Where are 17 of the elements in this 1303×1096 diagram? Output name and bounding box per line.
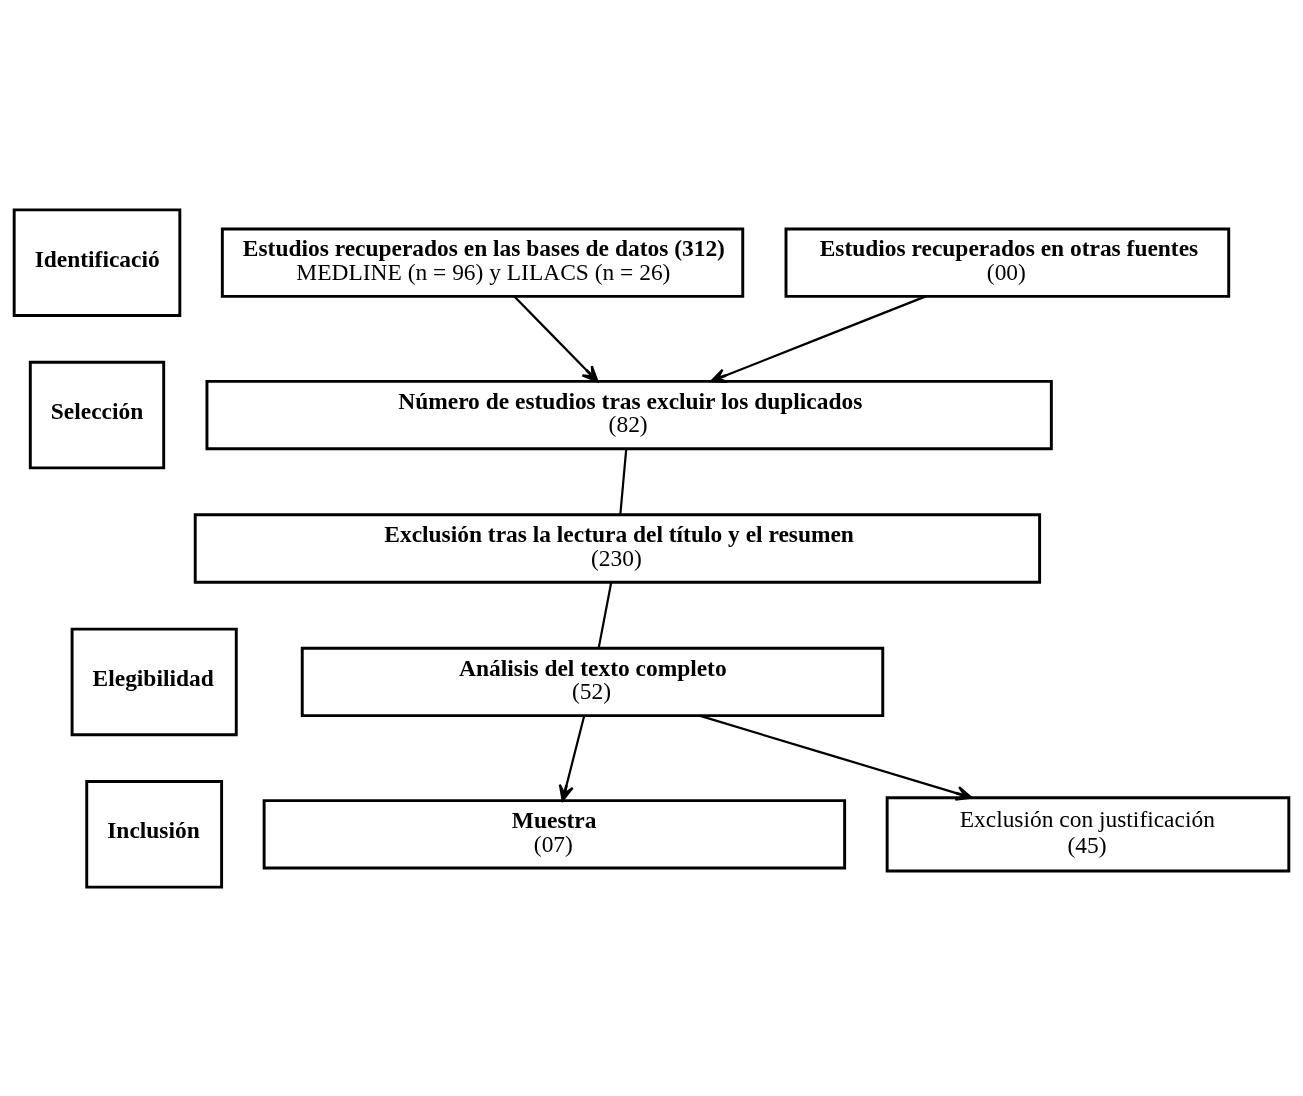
arrow	[710, 294, 927, 383]
node-box: Selección	[28, 360, 166, 469]
node-box: Estudios recuperados en otras fuentes (00)	[784, 226, 1231, 298]
node-box: Inclusión	[85, 779, 224, 889]
node-box: Elegibilidad	[70, 627, 238, 736]
arrow	[558, 715, 586, 802]
node-box: Análisis del texto completo (52)	[300, 646, 885, 717]
node-box: Exclusión con justificación (45)	[885, 795, 1291, 872]
node-box: Exclusión tras la lectura del título y el resumen (230)	[193, 512, 1042, 584]
arrow	[513, 295, 599, 382]
arrow	[699, 714, 973, 801]
node-box: Identificació	[12, 207, 182, 317]
connector	[597, 581, 613, 648]
node-box: Estudios recuperados en las bases de datos (312) MEDLINE (n = 96) y LILACS (n = 26)	[220, 226, 745, 298]
node-box: Número de estudios tras excluir los duplicados (82)	[205, 379, 1053, 450]
connector	[619, 448, 628, 515]
node-box: Muestra (07)	[262, 798, 847, 870]
